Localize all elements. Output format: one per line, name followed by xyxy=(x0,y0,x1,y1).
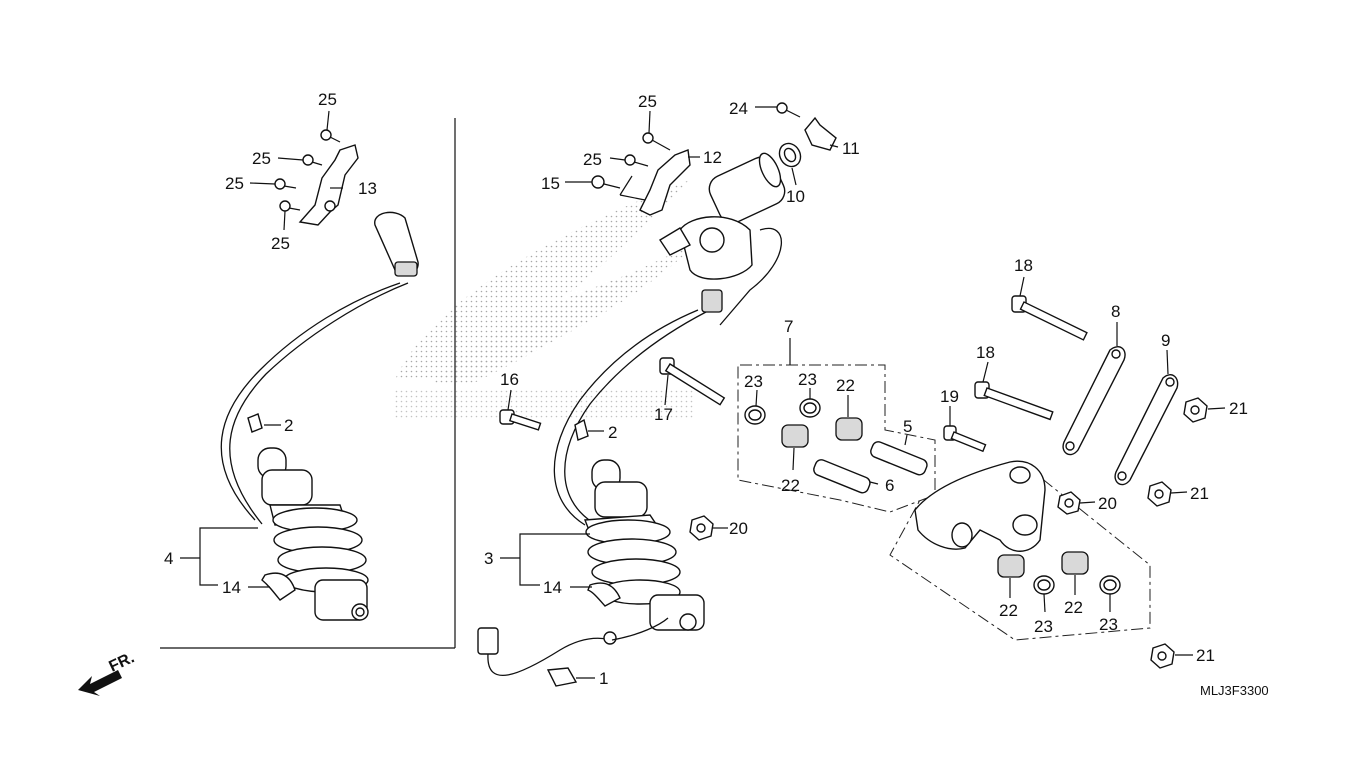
callout-20: 20 xyxy=(1098,494,1117,513)
bolt-icon xyxy=(624,154,649,167)
bolt-17 xyxy=(659,357,726,406)
sensor-harness xyxy=(477,617,669,676)
callout-22: 22 xyxy=(836,376,855,395)
callout-22: 22 xyxy=(999,601,1018,620)
callout-3: 3 xyxy=(484,549,493,568)
callout-1: 1 xyxy=(599,669,608,688)
section-divider xyxy=(160,118,456,649)
shock-absorber-4 xyxy=(247,413,369,621)
bolt-16 xyxy=(499,409,542,431)
clip-11 xyxy=(804,116,837,151)
linkage-arm xyxy=(889,460,1151,641)
callout-16: 16 xyxy=(500,370,519,389)
bolt-18-upper xyxy=(1011,295,1088,341)
callout-12: 12 xyxy=(703,148,722,167)
callout-21: 21 xyxy=(1229,399,1248,418)
callout-9: 9 xyxy=(1161,331,1170,350)
callout-10: 10 xyxy=(786,187,805,206)
nut-icon xyxy=(689,515,714,541)
ring-10 xyxy=(778,142,802,168)
callout-labels: 25 25 25 25 13 2 4 14 25 25 15 12 24 11 … xyxy=(164,90,1248,688)
bolt-19 xyxy=(943,425,987,453)
bracket-13 xyxy=(274,129,359,226)
bolt-icon xyxy=(279,200,301,212)
callout-2: 2 xyxy=(608,423,617,442)
callout-13: 13 xyxy=(358,179,377,198)
nut-icon xyxy=(1183,397,1208,423)
callout-21: 21 xyxy=(1190,484,1209,503)
callout-17: 17 xyxy=(654,405,673,424)
callout-23: 23 xyxy=(1034,617,1053,636)
callout-21: 21 xyxy=(1196,646,1215,665)
front-marker-label: FR. xyxy=(107,649,138,675)
callout-25: 25 xyxy=(638,92,657,111)
callout-22: 22 xyxy=(781,476,800,495)
callout-14: 14 xyxy=(543,578,562,597)
callout-25: 25 xyxy=(252,149,271,168)
front-direction-marker: FR. xyxy=(78,649,137,696)
callout-25: 25 xyxy=(271,234,290,253)
rod-8 xyxy=(1062,346,1126,456)
callout-22: 22 xyxy=(1064,598,1083,617)
leader-lines xyxy=(180,106,1226,679)
clip-1 xyxy=(546,667,578,687)
callout-14: 14 xyxy=(222,578,241,597)
callout-23: 23 xyxy=(744,372,763,391)
callout-20: 20 xyxy=(729,519,748,538)
bolt-icon xyxy=(642,132,671,151)
callout-15: 15 xyxy=(541,174,560,193)
clip-2-middle xyxy=(574,418,589,441)
shock-absorber-3 xyxy=(584,459,705,631)
bolt-icon xyxy=(274,178,297,190)
callout-25: 25 xyxy=(318,90,337,109)
rod-9 xyxy=(1114,374,1179,486)
callout-18: 18 xyxy=(1014,256,1033,275)
brand-watermark xyxy=(395,180,700,418)
callout-11: 11 xyxy=(842,139,860,158)
callout-25: 25 xyxy=(583,150,602,169)
callout-23: 23 xyxy=(798,370,817,389)
bracket-12 xyxy=(591,132,691,216)
bolt-icon xyxy=(302,154,323,166)
bolt-icon xyxy=(776,102,801,118)
callout-2: 2 xyxy=(284,416,293,435)
nut-icon xyxy=(1057,491,1081,515)
callout-6: 6 xyxy=(885,476,894,495)
bolt-icon xyxy=(320,129,341,143)
nut-icon xyxy=(1147,481,1172,507)
bolt-icon xyxy=(591,175,621,189)
kit-group-7 xyxy=(737,338,936,513)
nut-icon xyxy=(1150,643,1175,669)
callout-24: 24 xyxy=(729,99,748,118)
callout-5: 5 xyxy=(903,417,912,436)
callout-8: 8 xyxy=(1111,302,1120,321)
callout-25: 25 xyxy=(225,174,244,193)
callout-4: 4 xyxy=(164,549,173,568)
adjuster-body xyxy=(553,152,786,526)
bolt-18-lower xyxy=(974,381,1054,421)
callout-23: 23 xyxy=(1099,615,1118,634)
callout-18: 18 xyxy=(976,343,995,362)
callout-19: 19 xyxy=(940,387,959,406)
reservoir-left xyxy=(220,211,419,525)
diagram-code: MLJ3F3300 xyxy=(1200,683,1269,698)
callout-7: 7 xyxy=(784,317,793,336)
